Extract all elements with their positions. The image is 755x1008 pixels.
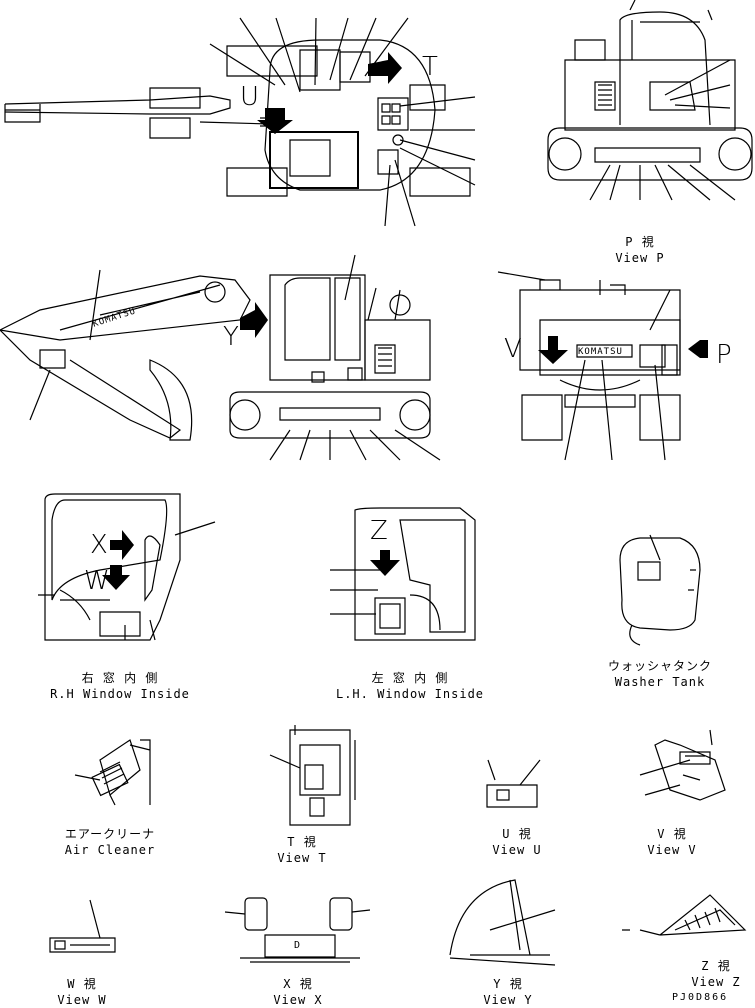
view-w [50,900,115,952]
view-z [622,895,745,935]
top-view-machine [5,18,475,226]
caption-view-v-jp: V 視 [657,827,687,841]
caption-view-x-jp: X 視 [283,977,313,991]
caption-view-u-jp: U 視 [502,827,532,841]
caption-rh-window-en: R.H Window Inside [50,687,190,701]
caption-view-y: Y 視 View Y [468,976,548,1008]
caption-lh-window: 左 窓 内 側 L.H. Window Inside [300,670,520,702]
caption-view-z-jp: Z 視 [701,959,731,973]
caption-view-w-jp: W 視 [67,977,97,991]
label-p: P [716,340,732,370]
caption-rh-window: 右 窓 内 側 R.H Window Inside [20,670,220,702]
caption-lh-window-jp: 左 窓 内 側 [371,671,449,685]
caption-view-z-en: View Z [691,975,741,989]
caption-view-u: U 視 View U [477,826,557,858]
caption-view-v-en: View V [647,843,697,857]
caption-view-p-en: View P [615,251,665,265]
caption-view-t-jp: T 視 [287,835,317,849]
caption-view-x: X 視 View X [258,976,338,1008]
view-x [225,898,370,962]
caption-lh-window-en: L.H. Window Inside [335,687,485,701]
rh-window-inside [38,494,215,640]
caption-view-p: P 視 View P [600,234,680,266]
caption-view-y-jp: Y 視 [493,977,523,991]
label-x: X [90,530,108,560]
view-y [450,880,555,965]
drawing-code: PJ0D866 [672,992,729,1003]
caption-washer-tank: ウォッシャタンク Washer Tank [590,658,730,690]
caption-view-u-en: View U [492,843,542,857]
view-x-block-letter: D [294,940,302,951]
caption-view-w-en: View W [57,993,107,1007]
view-v-detail [640,730,725,800]
label-v: V [504,334,522,364]
caption-rh-window-jp: 右 窓 内 側 [81,671,159,685]
view-t [270,725,355,825]
caption-view-t: T 視 View T [262,834,342,866]
komatsu-rear-logo: KOMATSU [578,347,623,357]
caption-view-w: W 視 View W [42,976,122,1008]
washer-tank [620,535,700,645]
caption-view-x-en: View X [273,993,323,1007]
caption-view-v: V 視 View V [632,826,712,858]
caption-washer-tank-jp: ウォッシャタンク [607,659,712,673]
side-view-machine [0,255,440,460]
label-z: Z [370,516,388,546]
caption-air-cleaner-en: Air Cleaner [64,843,156,857]
view-u [487,760,540,807]
view-v-machine [498,272,708,460]
caption-view-y-en: View Y [483,993,533,1007]
lh-window-inside [330,508,475,640]
air-cleaner [75,740,150,805]
caption-air-cleaner: エアークリーナ Air Cleaner [40,826,180,858]
label-u: U [240,82,260,112]
caption-view-z: Z 視 View Z [676,958,755,990]
label-w: W [84,566,110,596]
caption-washer-tank-en: Washer Tank [614,675,706,689]
caption-air-cleaner-jp: エアークリーナ [64,827,156,841]
caption-view-p-jp: P 視 [625,235,655,249]
view-p-machine [548,0,752,200]
label-t: T [422,52,438,82]
label-y: Y [223,322,239,352]
caption-view-t-en: View T [277,851,327,865]
